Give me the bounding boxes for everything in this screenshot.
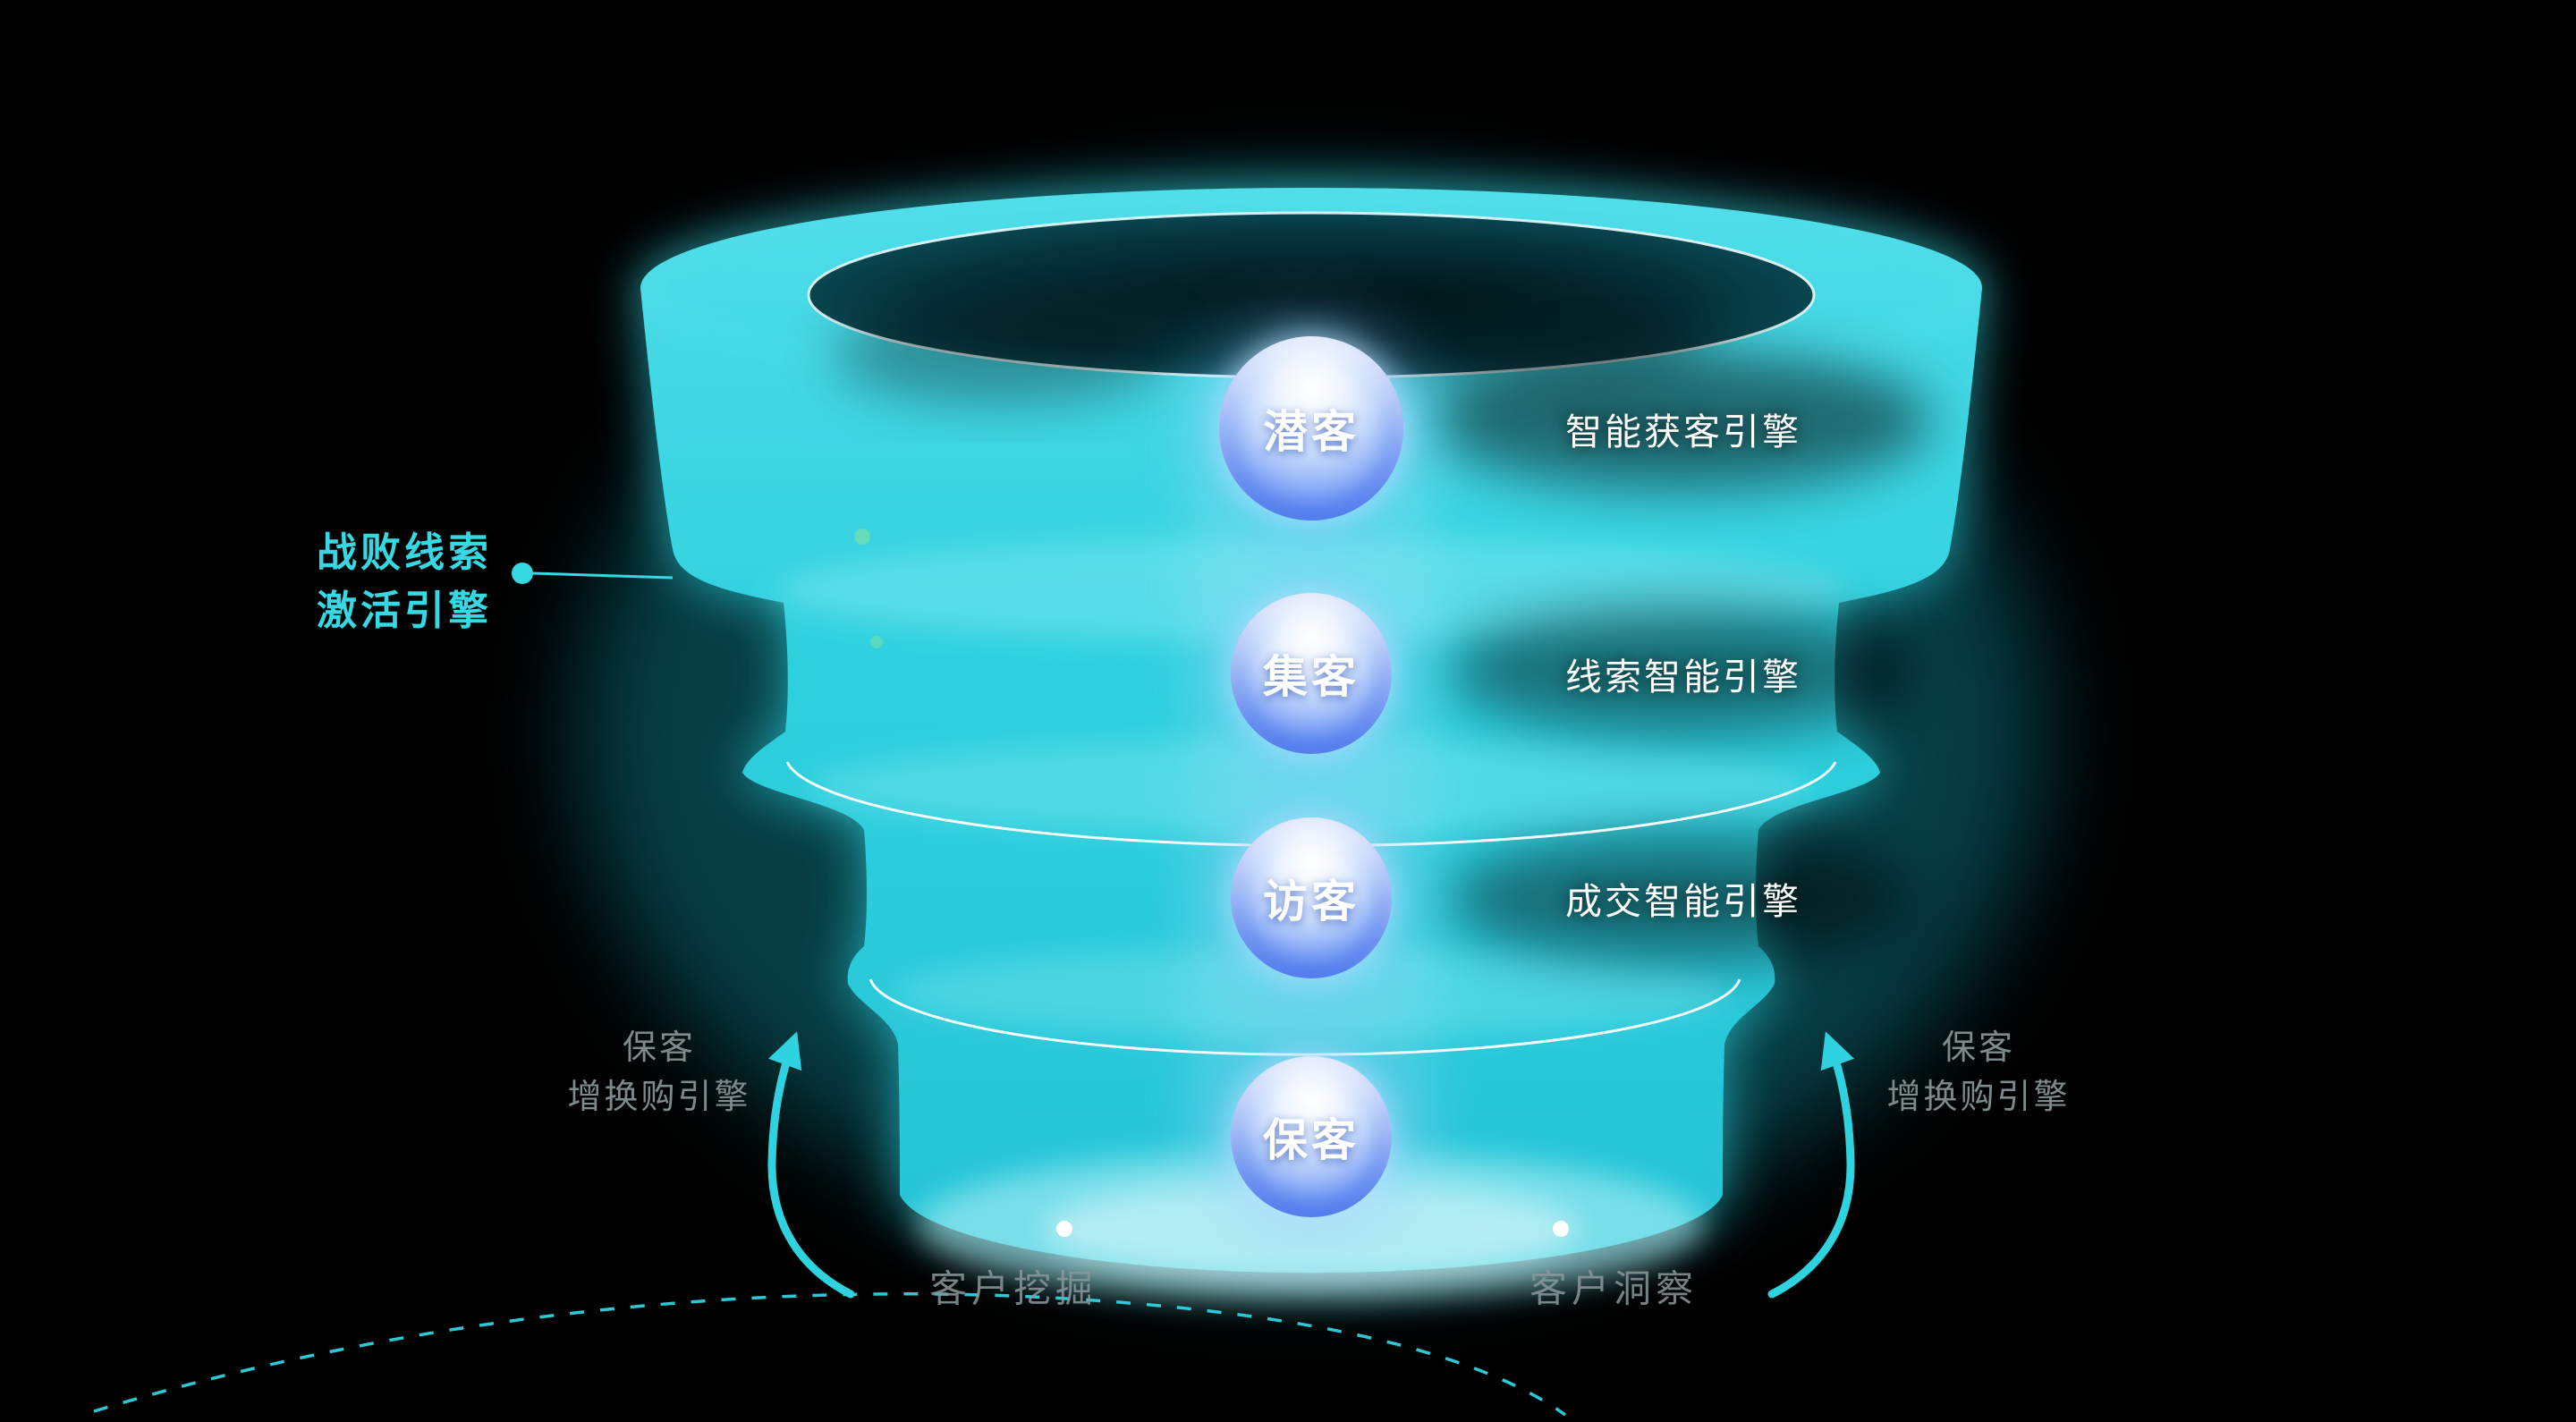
deco-dot-2 <box>870 636 883 648</box>
base-dot-right <box>1553 1221 1569 1237</box>
connector-dot <box>512 563 533 584</box>
stage-badge-visitors: 访客 <box>1231 817 1392 978</box>
base-glow-inner <box>1043 1181 1580 1279</box>
shadow-behind-engine-2 <box>1449 606 1914 735</box>
deco-dot-1 <box>854 529 870 545</box>
stage-badge-retained: 保客 <box>1231 1056 1392 1217</box>
right-upcycle-arrow <box>1767 1031 1855 1299</box>
shadow-blob-top-left <box>832 304 1172 402</box>
customer-insight-label: 客户洞察 <box>1529 1267 1699 1310</box>
retention-upgrade-label-right: 保客 增换购引擎 <box>1886 1024 2070 1122</box>
stage-badge-visitors-label: 访客 <box>1263 876 1360 927</box>
lost-lead-activation-line2: 激活引擎 <box>316 588 493 633</box>
retention-upgrade-label-left: 保客 增换购引擎 <box>567 1024 750 1122</box>
base-dot-left <box>1056 1221 1072 1237</box>
separator-arc-2 <box>869 978 1741 1056</box>
retention-upgrade-right-line1: 保客 <box>1941 1028 2016 1067</box>
stage-badge-prospects: 潜客 <box>1219 336 1403 521</box>
connector-line <box>532 571 674 580</box>
left-upcycle-arrow <box>767 1031 855 1299</box>
customer-mining-label: 客户挖掘 <box>928 1267 1098 1310</box>
engine-label-deal-intelligence: 成交智能引擎 <box>1565 881 1801 922</box>
shadow-behind-engine-3 <box>1449 834 1914 963</box>
retention-upgrade-left-line2: 增换购引擎 <box>567 1079 751 1116</box>
retention-upgrade-left-line1: 保客 <box>622 1028 697 1067</box>
retention-upgrade-right-line2: 增换购引擎 <box>1886 1079 2071 1116</box>
stage-badge-leads-label: 集客 <box>1263 652 1360 702</box>
lost-lead-activation-label: 战败线索 激活引擎 <box>317 523 492 640</box>
orbit-dashed-line <box>93 1292 1567 1417</box>
engine-label-acquisition: 智能获客引擎 <box>1565 411 1801 453</box>
lost-lead-activation-line1: 战败线索 <box>316 529 493 575</box>
stage-badge-leads: 集客 <box>1231 593 1392 754</box>
engine-label-lead-intelligence: 线索智能引擎 <box>1565 656 1801 698</box>
stage-badge-prospects-label: 潜客 <box>1263 407 1360 457</box>
stage-badge-retained-label: 保客 <box>1263 1115 1360 1165</box>
shadow-behind-engine-1 <box>1431 351 1932 490</box>
